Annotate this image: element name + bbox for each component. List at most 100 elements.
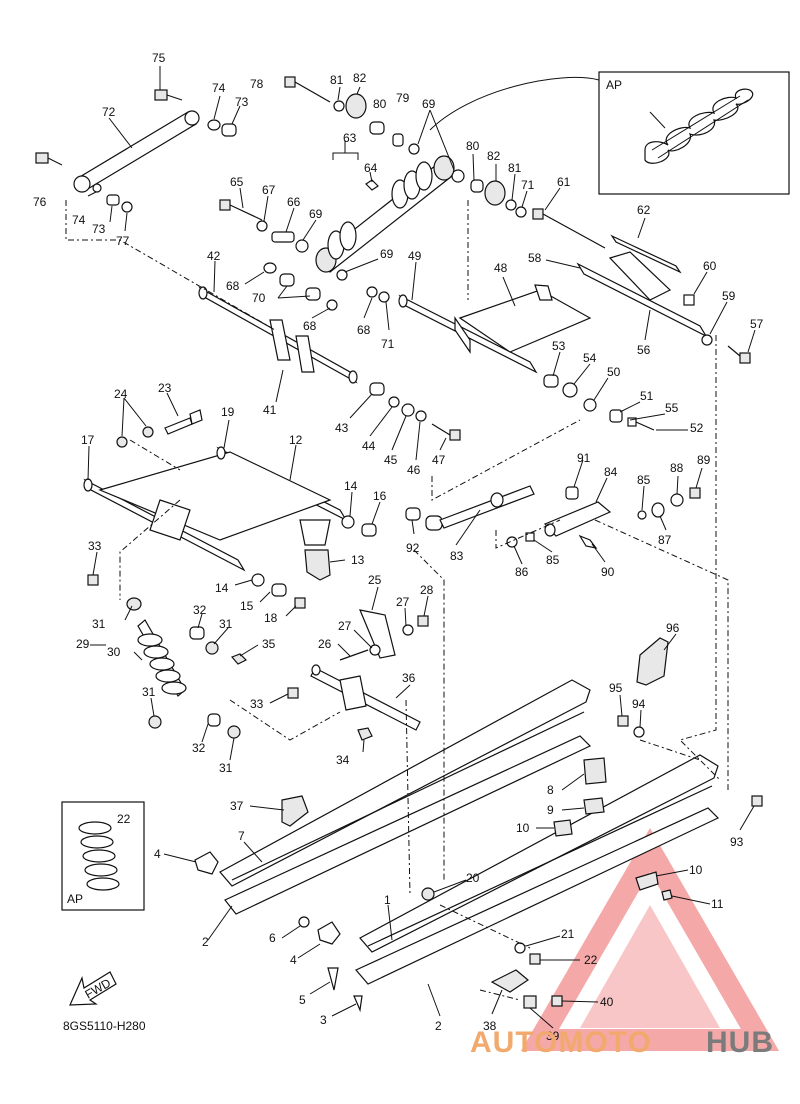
label-31: 31 xyxy=(92,617,106,631)
label-30: 30 xyxy=(107,645,121,659)
label-58: 58 xyxy=(528,251,542,265)
label-95: 95 xyxy=(609,681,623,695)
label-31: 31 xyxy=(219,617,233,631)
label-16: 16 xyxy=(373,489,387,503)
shock-spring-icon xyxy=(327,161,433,260)
label-88: 88 xyxy=(670,461,684,475)
label-72: 72 xyxy=(102,105,116,119)
label-12: 12 xyxy=(289,433,303,447)
label-93: 93 xyxy=(730,835,744,849)
label-38: 38 xyxy=(483,1019,497,1033)
label-34: 34 xyxy=(336,753,350,767)
bolt-65-icon xyxy=(219,199,263,221)
label-32: 32 xyxy=(192,741,206,755)
label-28: 28 xyxy=(420,583,434,597)
label-67: 67 xyxy=(262,183,276,197)
watermark-text-right: HUB xyxy=(706,1026,774,1059)
ap-box-top: AP xyxy=(598,71,790,195)
label-33: 33 xyxy=(88,539,102,553)
label-69: 69 xyxy=(309,207,323,221)
label-33: 33 xyxy=(250,697,264,711)
collars-14-16-icon xyxy=(251,515,377,609)
bolt-78-icon xyxy=(284,76,331,103)
label-42: 42 xyxy=(207,249,221,263)
spring-98-icon xyxy=(644,88,754,164)
label-25: 25 xyxy=(368,573,382,587)
pivot-shaft-58 xyxy=(576,251,708,338)
pivot-shaft-49 xyxy=(398,294,538,374)
arm-25-36 xyxy=(287,609,429,741)
watermark-logo-icon xyxy=(520,828,780,1051)
label-90: 90 xyxy=(601,565,615,579)
label-89: 89 xyxy=(697,453,711,467)
leader-lines xyxy=(87,66,756,1029)
label-41: 41 xyxy=(263,403,277,417)
collars-31-32-icon xyxy=(148,626,248,739)
bolt-75-icon xyxy=(154,89,183,101)
label-65: 65 xyxy=(230,175,244,189)
ap-box-bottom: AP 22 xyxy=(61,801,145,911)
label-32: 32 xyxy=(193,603,207,617)
rear-shock-29 xyxy=(87,574,187,697)
label-27: 27 xyxy=(396,595,410,609)
label-47: 47 xyxy=(432,453,446,467)
label-73: 73 xyxy=(92,222,106,236)
label-56: 56 xyxy=(637,343,651,357)
label-24: 24 xyxy=(114,387,128,401)
label-81: 81 xyxy=(508,161,522,175)
label-14: 14 xyxy=(215,581,229,595)
label-31: 31 xyxy=(219,761,233,775)
label-19: 19 xyxy=(221,405,235,419)
label-97: 22 xyxy=(117,812,131,826)
bolts-23-24-icon xyxy=(116,409,203,448)
collars-43-47-icon xyxy=(369,382,461,441)
label-57: 57 xyxy=(750,317,764,331)
label-7: 7 xyxy=(238,829,245,843)
label-86: 86 xyxy=(515,565,529,579)
label-37: 37 xyxy=(230,799,244,813)
label-52: 52 xyxy=(690,421,704,435)
label-62: 62 xyxy=(637,203,651,217)
shaft-61 xyxy=(532,208,606,249)
centre-lines xyxy=(65,200,729,1001)
label-81: 81 xyxy=(330,73,344,87)
label-10: 10 xyxy=(516,821,530,835)
label-83: 83 xyxy=(450,549,464,563)
torque-rod-72 xyxy=(73,110,200,193)
label-85: 85 xyxy=(637,473,651,487)
label-40: 40 xyxy=(600,995,614,1009)
label-11: 11 xyxy=(711,897,724,911)
label-79: 79 xyxy=(396,91,410,105)
label-94: 94 xyxy=(632,697,646,711)
shaft-83 xyxy=(405,485,535,531)
bolt-76-icon xyxy=(35,152,63,166)
label-60: 60 xyxy=(703,259,717,273)
label-69: 69 xyxy=(422,97,436,111)
stopper-13-icon xyxy=(304,549,331,581)
arm-84 xyxy=(506,486,701,549)
bushings-icon xyxy=(92,93,527,253)
label-74: 74 xyxy=(212,81,226,95)
label-5: 5 xyxy=(299,993,306,1007)
label-20: 20 xyxy=(466,871,480,885)
ap-top-label: AP xyxy=(606,78,622,92)
front-arm-frame xyxy=(83,446,348,572)
label-80: 80 xyxy=(466,139,480,153)
label-71: 71 xyxy=(381,337,395,351)
label-50: 50 xyxy=(607,365,621,379)
label-1: 1 xyxy=(384,893,391,907)
label-15: 15 xyxy=(240,599,254,613)
label-10: 10 xyxy=(689,863,703,877)
label-39: 39 xyxy=(546,1029,560,1043)
label-55: 55 xyxy=(665,401,679,415)
label-9: 9 xyxy=(547,803,554,817)
label-54: 54 xyxy=(583,351,597,365)
label-44: 44 xyxy=(362,439,376,453)
label-23: 23 xyxy=(158,381,172,395)
diagram-code: 8GS5110-H280 xyxy=(63,1019,146,1033)
label-96: 96 xyxy=(666,621,680,635)
label-61: 61 xyxy=(557,175,571,189)
label-46: 46 xyxy=(407,463,421,477)
